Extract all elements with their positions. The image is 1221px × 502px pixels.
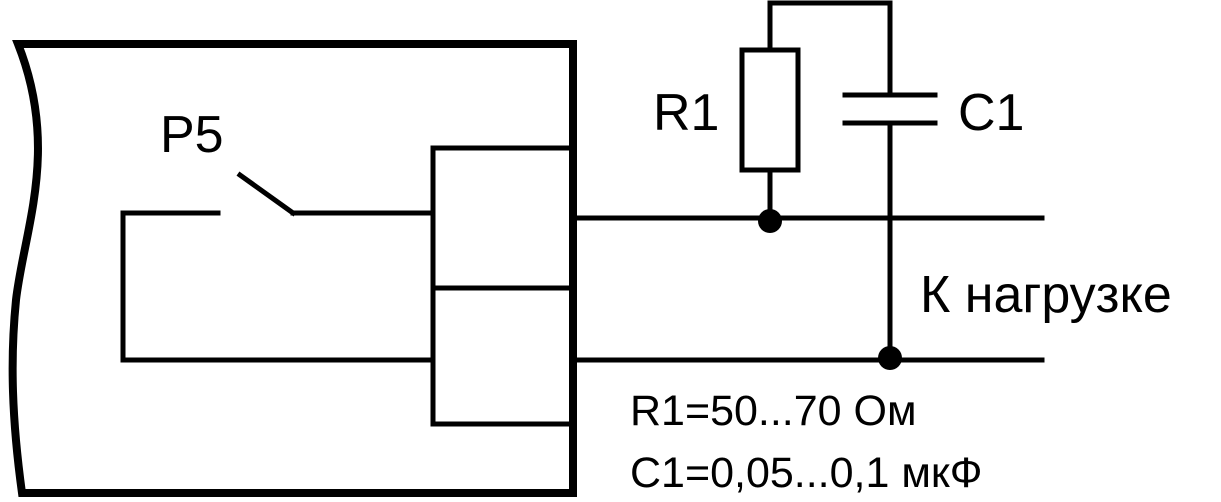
capacitor-label: С1 bbox=[958, 84, 1024, 142]
relay-internal-wire bbox=[120, 210, 436, 363]
relay-label: Р5 bbox=[160, 106, 224, 164]
relay-contact-blade bbox=[236, 171, 297, 217]
junction-dot-c1 bbox=[878, 346, 902, 370]
c1-value-note: С1=0,05...0,1 мкФ bbox=[630, 449, 982, 497]
resistor-label: R1 bbox=[653, 84, 719, 142]
load-label: К нагрузке bbox=[920, 266, 1172, 324]
device-housing-outline bbox=[8, 40, 577, 497]
junction-dot-r1 bbox=[758, 209, 782, 233]
rc-top-wire bbox=[767, 0, 893, 98]
resistor-r1 bbox=[739, 47, 801, 173]
r1-value-note: R1=50...70 Ом bbox=[630, 387, 917, 435]
